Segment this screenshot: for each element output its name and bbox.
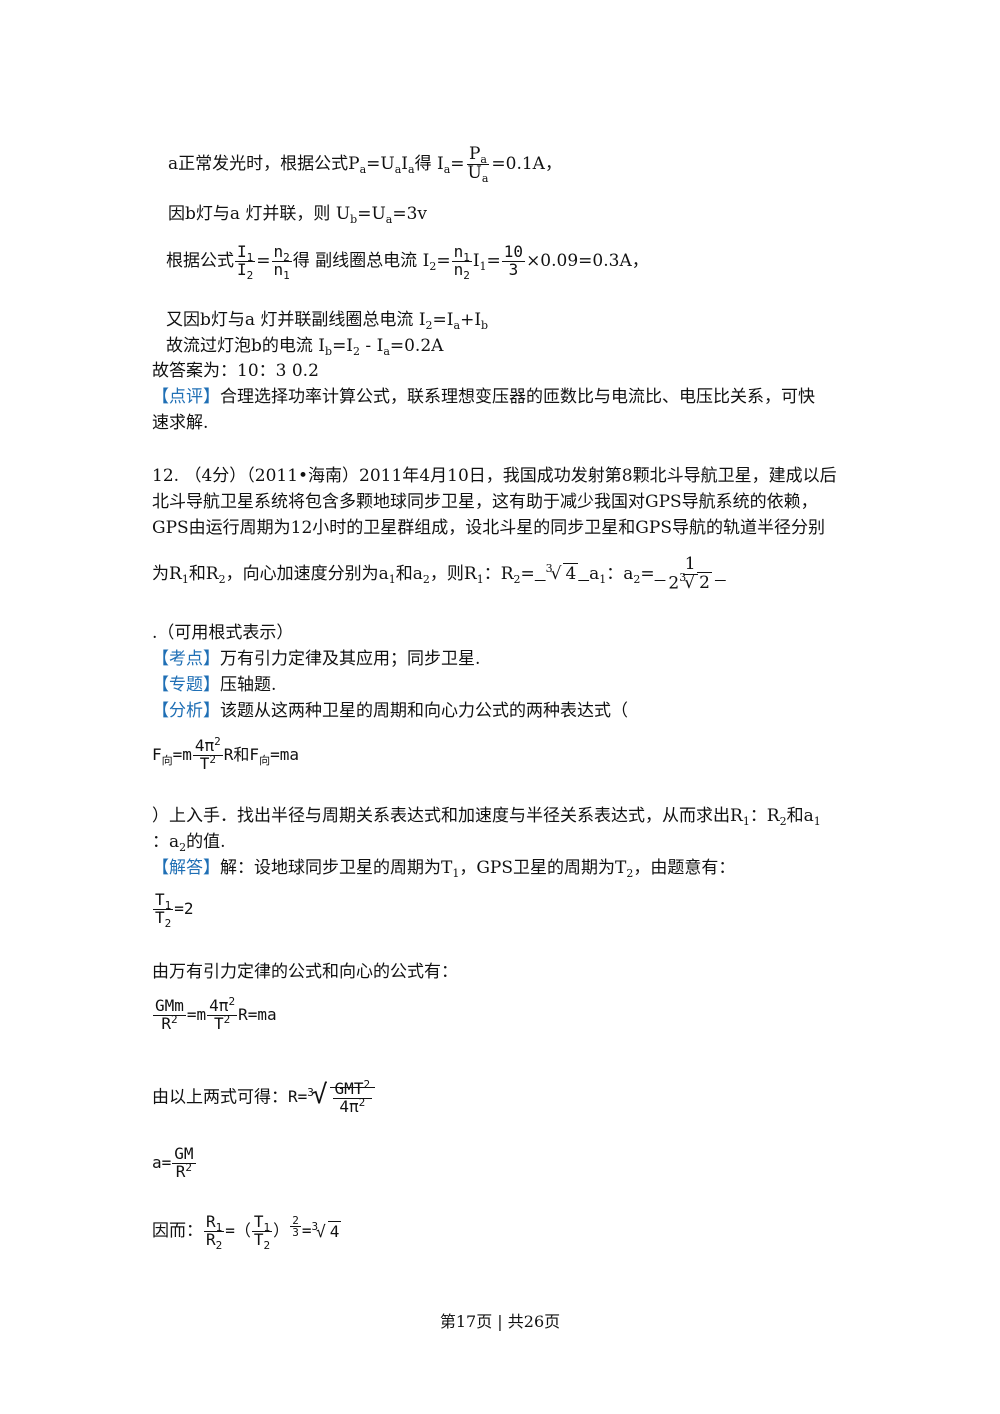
fenxi-line: 【分析】该题从这两种卫星的周期和向心力公式的两种表达式（ bbox=[152, 701, 628, 721]
answer-line: 故答案为：10：3 0.2 bbox=[152, 361, 319, 381]
comment-line-2: 速求解. bbox=[152, 413, 209, 433]
question-12-line-4: 为R1和R2，向心加速度分别为a1和a2，则R1：R2= 3√4 a1：a2= … bbox=[152, 554, 712, 594]
fenxi-line-2: ）上入手．找出半径与周期关系表达式和加速度与半径关系表达式，从而求出R1：R2和… bbox=[152, 806, 821, 828]
question-12-line-1: 12. （4分）（2011•海南）2011年4月10日，我国成功发射第8颗北斗导… bbox=[152, 466, 837, 486]
law-text: 由万有引力定律的公式和向心的公式有： bbox=[152, 962, 458, 982]
cube-root: 3√4 bbox=[545, 562, 579, 585]
zhuanti-line: 【专题】压轴题. bbox=[152, 675, 277, 695]
question-12-line-3: GPS由运行周期为12小时的卫星群组成，设北斗星的同步卫星和GPS导航的轨道半径… bbox=[152, 518, 825, 538]
jieda-line: 【解答】解：设地球同步卫星的周期为T1，GPS卫星的周期为T2，由题意有： bbox=[152, 858, 736, 880]
comment-line: 【点评】合理选择功率计算公式，联系理想变压器的匝数比与电流比、电压比关系，可快 bbox=[152, 387, 815, 407]
question-12-note: .（可用根式表示） bbox=[152, 623, 294, 643]
page-footer: 第17页 | 共26页 bbox=[439, 1312, 561, 1331]
solution-line-2: 因b灯与a 灯并联，则 Ub=Ua=3v bbox=[168, 204, 428, 226]
solution-line-5: 故流过灯泡b的电流 Ib=I2 - Ia=0.2A bbox=[166, 336, 444, 358]
kaodian-line: 【考点】万有引力定律及其应用；同步卫星. bbox=[152, 649, 481, 669]
question-12-line-2: 北斗导航卫星系统将包含多颗地球同步卫星，这有助于减少我国对GPS导航系统的依赖， bbox=[152, 492, 818, 512]
fenxi-line-3: ：a2的值. bbox=[152, 832, 226, 854]
solution-line-4: 又因b灯与a 灯并联副线圈总电流 I2=Ia+Ib bbox=[166, 310, 489, 332]
comment-tag: 【点评】 bbox=[152, 387, 220, 407]
